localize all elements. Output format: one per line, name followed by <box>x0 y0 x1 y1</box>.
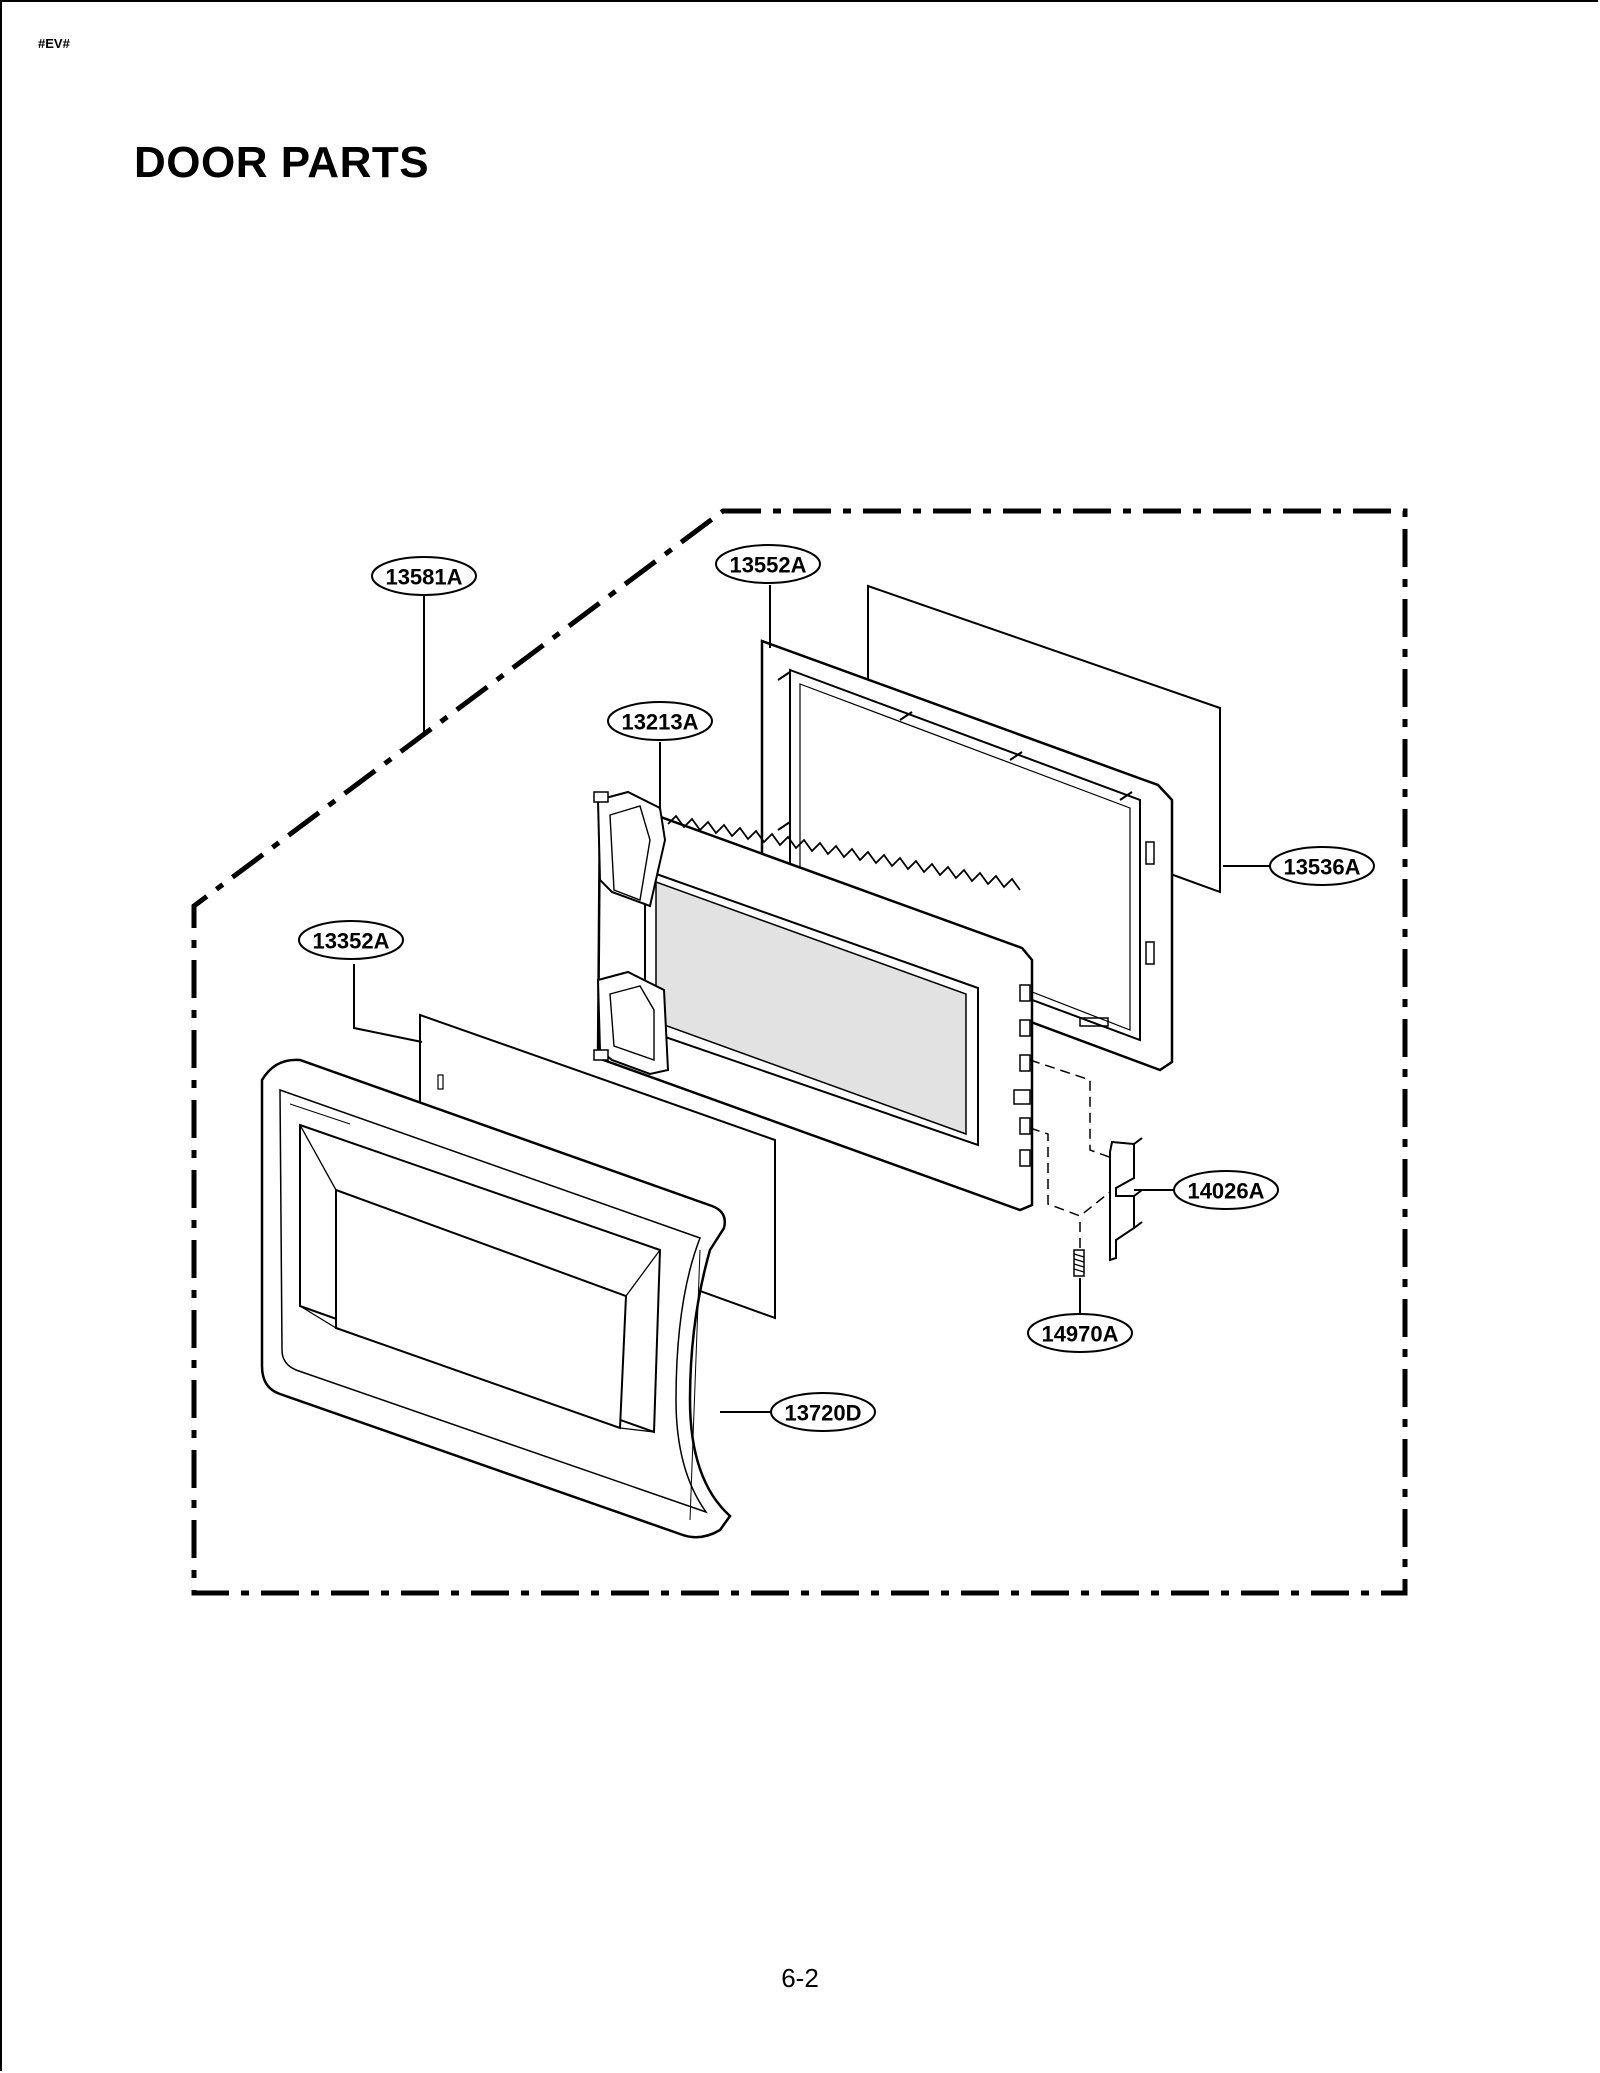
svg-text:13352A: 13352A <box>312 929 389 954</box>
page-number: 6-2 <box>781 1963 819 1993</box>
latch-spring <box>1073 1249 1085 1277</box>
svg-text:13581A: 13581A <box>385 565 462 590</box>
door-frame <box>760 639 1174 1072</box>
callout-13352A: 13352A <box>298 920 404 960</box>
callout-13213A: 13213A <box>607 701 713 741</box>
svg-text:13720D: 13720D <box>784 1401 861 1426</box>
callout-13552A: 13552A <box>715 544 821 584</box>
alignment-lines <box>1029 1059 1113 1250</box>
svg-text:13213A: 13213A <box>621 710 698 735</box>
door-inner-plate <box>593 790 1034 1212</box>
callout-13536A: 13536A <box>1269 846 1375 886</box>
latch-hook <box>1109 1137 1143 1262</box>
callout-13581A: 13581A <box>371 556 477 596</box>
callout-14970A: 14970A <box>1027 1313 1133 1353</box>
leader-lines <box>353 585 1272 1413</box>
document-code: #EV# <box>38 36 70 51</box>
svg-text:14970A: 14970A <box>1041 1322 1118 1347</box>
door-front-panel <box>260 1058 732 1539</box>
callout-14026A: 14026A <box>1173 1170 1279 1210</box>
assembly-boundary <box>191 508 1408 1596</box>
svg-text:13536A: 13536A <box>1283 855 1360 880</box>
callout-13720D: 13720D <box>770 1392 876 1432</box>
svg-text:13552A: 13552A <box>729 553 806 578</box>
page-title: DOOR PARTS <box>134 138 430 187</box>
svg-text:14026A: 14026A <box>1187 1179 1264 1204</box>
